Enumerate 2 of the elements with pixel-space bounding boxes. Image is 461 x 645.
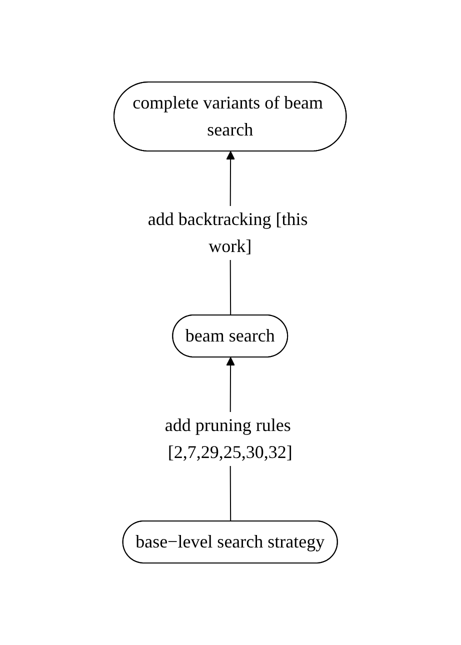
- edge-label: add pruning rules [2,7,29,25,30,32]: [165, 414, 293, 462]
- edge-label: add backtracking [this work]: [148, 209, 308, 256]
